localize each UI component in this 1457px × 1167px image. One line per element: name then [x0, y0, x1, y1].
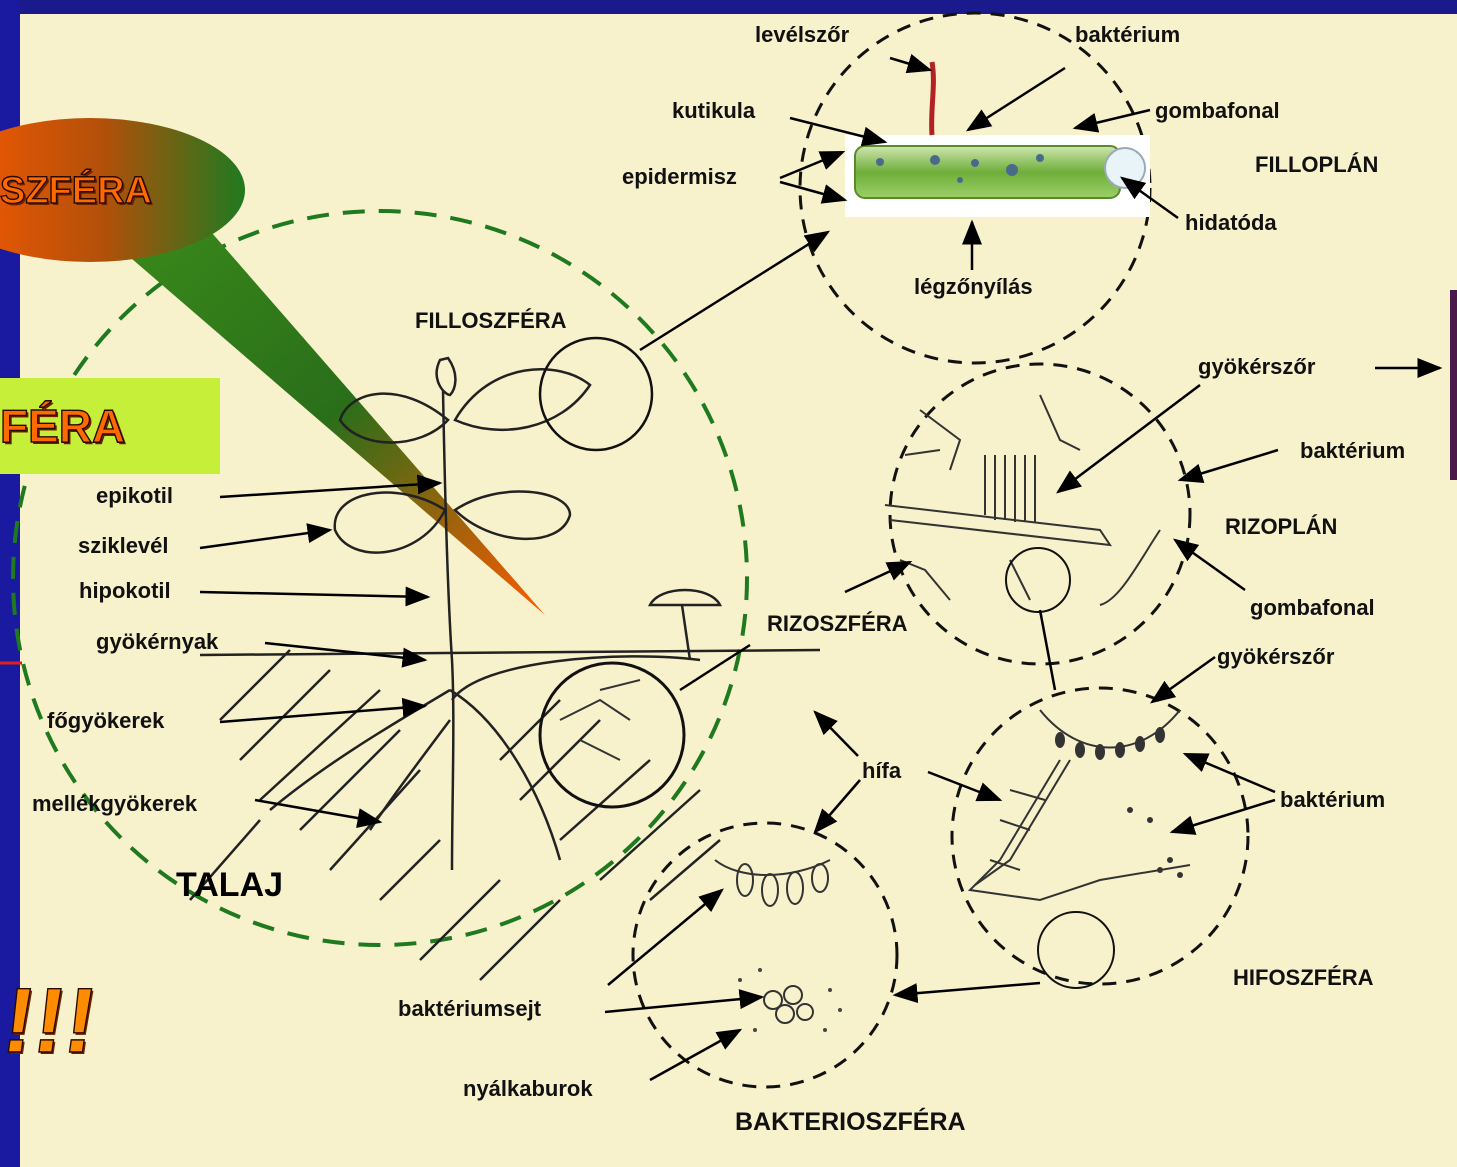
label-filloplan: FILLOPLÁN	[1255, 154, 1378, 176]
rizoszfera-detail-circle	[540, 663, 684, 807]
label-nyalkaburok: nyálkaburok	[463, 1078, 593, 1100]
label-hipokotil: hipokotil	[79, 580, 171, 602]
callout-box-text: FÉRA	[0, 403, 125, 449]
label-gyokerszor-mid: gyökérszőr	[1217, 646, 1334, 668]
label-bakterium-low: baktérium	[1280, 789, 1385, 811]
rizoplan-detail-circle	[1006, 548, 1070, 612]
label-epikotil: epikotil	[96, 485, 173, 507]
hifoszfera-detail-circle	[1038, 912, 1114, 988]
rizoplan-circle	[890, 364, 1190, 664]
label-legzonyilas: légzőnyílás	[914, 276, 1033, 298]
leaf-hair	[932, 62, 934, 135]
label-epidermisz: epidermisz	[622, 166, 737, 188]
label-kutikula: kutikula	[672, 100, 755, 122]
label-hifa: hífa	[862, 760, 901, 782]
label-gombafonal-mid: gombafonal	[1250, 597, 1375, 619]
hifoszfera-circle	[952, 688, 1248, 984]
label-hifoszfera: HIFOSZFÉRA	[1233, 967, 1374, 989]
label-mellekgyokerek: mellékgyökerek	[32, 793, 197, 815]
filloszfera-detail-circle	[540, 338, 652, 450]
label-gyokernyak: gyökérnyak	[96, 631, 218, 653]
label-fogyokerek: főgyökerek	[47, 710, 164, 732]
label-gyokerszor-top: gyökérszőr	[1198, 356, 1315, 378]
label-filloszfera: FILLOSZFÉRA	[415, 310, 567, 332]
label-bakterium-top: baktérium	[1075, 24, 1180, 46]
label-hidatoda: hidatóda	[1185, 212, 1277, 234]
label-bakterioszfera: BAKTERIOSZFÉRA	[735, 1110, 966, 1135]
label-bakterium-mid: baktérium	[1300, 440, 1405, 462]
label-bakteriumsejt: baktériumsejt	[398, 998, 541, 1020]
label-rizoplan: RIZOPLÁN	[1225, 516, 1337, 538]
label-talaj: TALAJ	[176, 868, 283, 902]
callout-exclaim-text: !!!	[0, 975, 102, 1067]
label-gombafonal-top: gombafonal	[1155, 100, 1280, 122]
leaf-section	[855, 146, 1120, 198]
label-levelszor: levélszőr	[755, 24, 849, 46]
bakterioszfera-circle	[633, 823, 897, 1087]
label-sziklevel: sziklevél	[78, 535, 169, 557]
callout-ellipse-text: SZFÉRA	[0, 172, 152, 210]
label-rizoszfera: RIZOSZFÉRA	[767, 613, 908, 635]
